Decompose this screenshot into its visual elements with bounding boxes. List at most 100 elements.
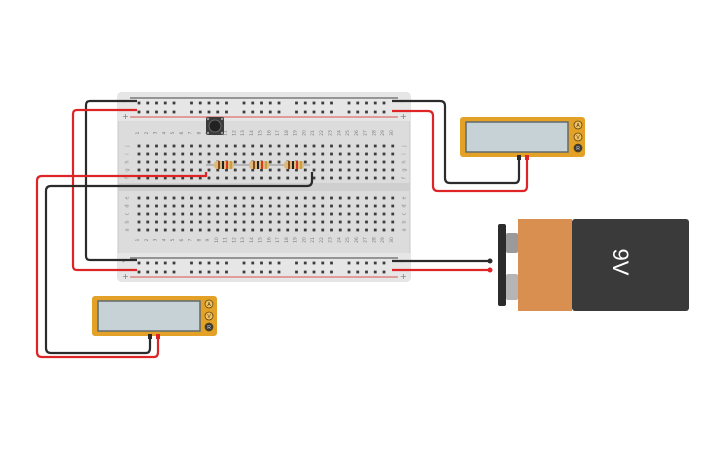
breadboard-hole[interactable] [181, 144, 185, 148]
breadboard-hole[interactable] [242, 144, 246, 148]
breadboard-hole[interactable] [356, 270, 360, 274]
breadboard-hole[interactable] [207, 196, 211, 200]
breadboard-hole[interactable] [347, 152, 351, 156]
breadboard-hole[interactable] [277, 228, 281, 232]
breadboard-hole[interactable] [303, 212, 307, 216]
breadboard-hole[interactable] [181, 168, 185, 172]
breadboard-hole[interactable] [330, 176, 333, 180]
breadboard-hole[interactable] [172, 176, 176, 180]
breadboard-hole[interactable] [338, 204, 342, 208]
breadboard-hole[interactable] [172, 168, 176, 172]
breadboard-hole[interactable] [242, 176, 246, 180]
breadboard-hole[interactable] [268, 204, 272, 208]
mode-selector[interactable]: A V R [204, 299, 214, 332]
breadboard-hole[interactable] [137, 101, 141, 105]
resistors[interactable] [206, 161, 310, 169]
breadboard-hole[interactable] [163, 220, 167, 224]
breadboard-hole[interactable] [382, 270, 386, 274]
breadboard-hole[interactable] [198, 228, 202, 232]
breadboard-hole[interactable] [172, 270, 176, 274]
breadboard-hole[interactable] [181, 160, 185, 164]
breadboard-hole[interactable] [137, 160, 141, 164]
breadboard-hole[interactable] [330, 110, 333, 114]
breadboard-hole[interactable] [260, 204, 263, 208]
breadboard-hole[interactable] [347, 110, 351, 114]
breadboard-hole[interactable] [321, 270, 325, 274]
breadboard-hole[interactable] [155, 168, 158, 172]
breadboard-hole[interactable] [251, 220, 255, 224]
breadboard-hole[interactable] [251, 270, 255, 274]
breadboard-hole[interactable] [295, 212, 298, 216]
breadboard-hole[interactable] [146, 110, 150, 114]
breadboard-hole[interactable] [163, 228, 167, 232]
breadboard-hole[interactable] [365, 261, 368, 265]
breadboard-hole[interactable] [190, 168, 193, 172]
breadboard-hole[interactable] [198, 168, 202, 172]
breadboard-hole[interactable] [347, 196, 351, 200]
resistor-icon[interactable] [214, 161, 234, 169]
breadboard-hole[interactable] [207, 168, 211, 172]
breadboard-hole[interactable] [382, 168, 386, 172]
breadboard-hole[interactable] [382, 220, 386, 224]
breadboard-hole[interactable] [268, 196, 272, 200]
breadboard-hole[interactable] [295, 270, 298, 274]
breadboard-hole[interactable] [365, 228, 368, 232]
breadboard-hole[interactable] [312, 212, 316, 216]
breadboard-hole[interactable] [260, 168, 263, 172]
breadboard-hole[interactable] [268, 261, 272, 265]
breadboard-hole[interactable] [382, 212, 386, 216]
breadboard-hole[interactable] [190, 152, 193, 156]
breadboard-hole[interactable] [365, 220, 368, 224]
breadboard-hole[interactable] [347, 176, 351, 180]
mode-r-button[interactable] [204, 322, 214, 332]
breadboard-hole[interactable] [155, 228, 158, 232]
breadboard-hole[interactable] [233, 144, 237, 148]
breadboard-hole[interactable] [146, 152, 150, 156]
breadboard-hole[interactable] [137, 204, 141, 208]
breadboard-hole[interactable] [312, 110, 316, 114]
breadboard-hole[interactable] [277, 196, 281, 200]
breadboard-hole[interactable] [216, 228, 220, 232]
breadboard-hole[interactable] [137, 220, 141, 224]
breadboard-hole[interactable] [225, 212, 228, 216]
breadboard-hole[interactable] [242, 228, 246, 232]
breadboard-hole[interactable] [338, 228, 342, 232]
breadboard-hole[interactable] [347, 160, 351, 164]
breadboard-hole[interactable] [303, 110, 307, 114]
breadboard-hole[interactable] [391, 160, 395, 164]
multimeter-right[interactable]: A V R [460, 117, 585, 160]
breadboard-hole[interactable] [321, 160, 325, 164]
breadboard-hole[interactable] [365, 101, 368, 105]
breadboard-hole[interactable] [216, 270, 220, 274]
breadboard-hole[interactable] [321, 176, 325, 180]
breadboard-hole[interactable] [321, 220, 325, 224]
breadboard-hole[interactable] [155, 270, 158, 274]
breadboard-hole[interactable] [338, 168, 342, 172]
breadboard-hole[interactable] [233, 228, 237, 232]
breadboard-hole[interactable] [198, 176, 202, 180]
breadboard-hole[interactable] [321, 152, 325, 156]
breadboard-hole[interactable] [198, 110, 202, 114]
breadboard-hole[interactable] [330, 196, 333, 200]
breadboard-hole[interactable] [198, 212, 202, 216]
breadboard-hole[interactable] [373, 270, 377, 274]
breadboard-holes[interactable] [137, 101, 395, 274]
breadboard-hole[interactable] [155, 176, 158, 180]
breadboard-hole[interactable] [163, 261, 167, 265]
breadboard-hole[interactable] [146, 212, 150, 216]
breadboard-hole[interactable] [260, 270, 263, 274]
breadboard-hole[interactable] [312, 196, 316, 200]
breadboard-hole[interactable] [330, 204, 333, 208]
breadboard-hole[interactable] [137, 212, 141, 216]
breadboard-hole[interactable] [365, 160, 368, 164]
breadboard-hole[interactable] [137, 196, 141, 200]
breadboard-hole[interactable] [190, 110, 193, 114]
breadboard-hole[interactable] [303, 160, 307, 164]
breadboard-hole[interactable] [321, 228, 325, 232]
breadboard-hole[interactable] [146, 228, 150, 232]
breadboard-hole[interactable] [155, 110, 158, 114]
breadboard-hole[interactable] [163, 152, 167, 156]
breadboard-hole[interactable] [338, 152, 342, 156]
breadboard-hole[interactable] [338, 144, 342, 148]
breadboard-hole[interactable] [242, 101, 246, 105]
